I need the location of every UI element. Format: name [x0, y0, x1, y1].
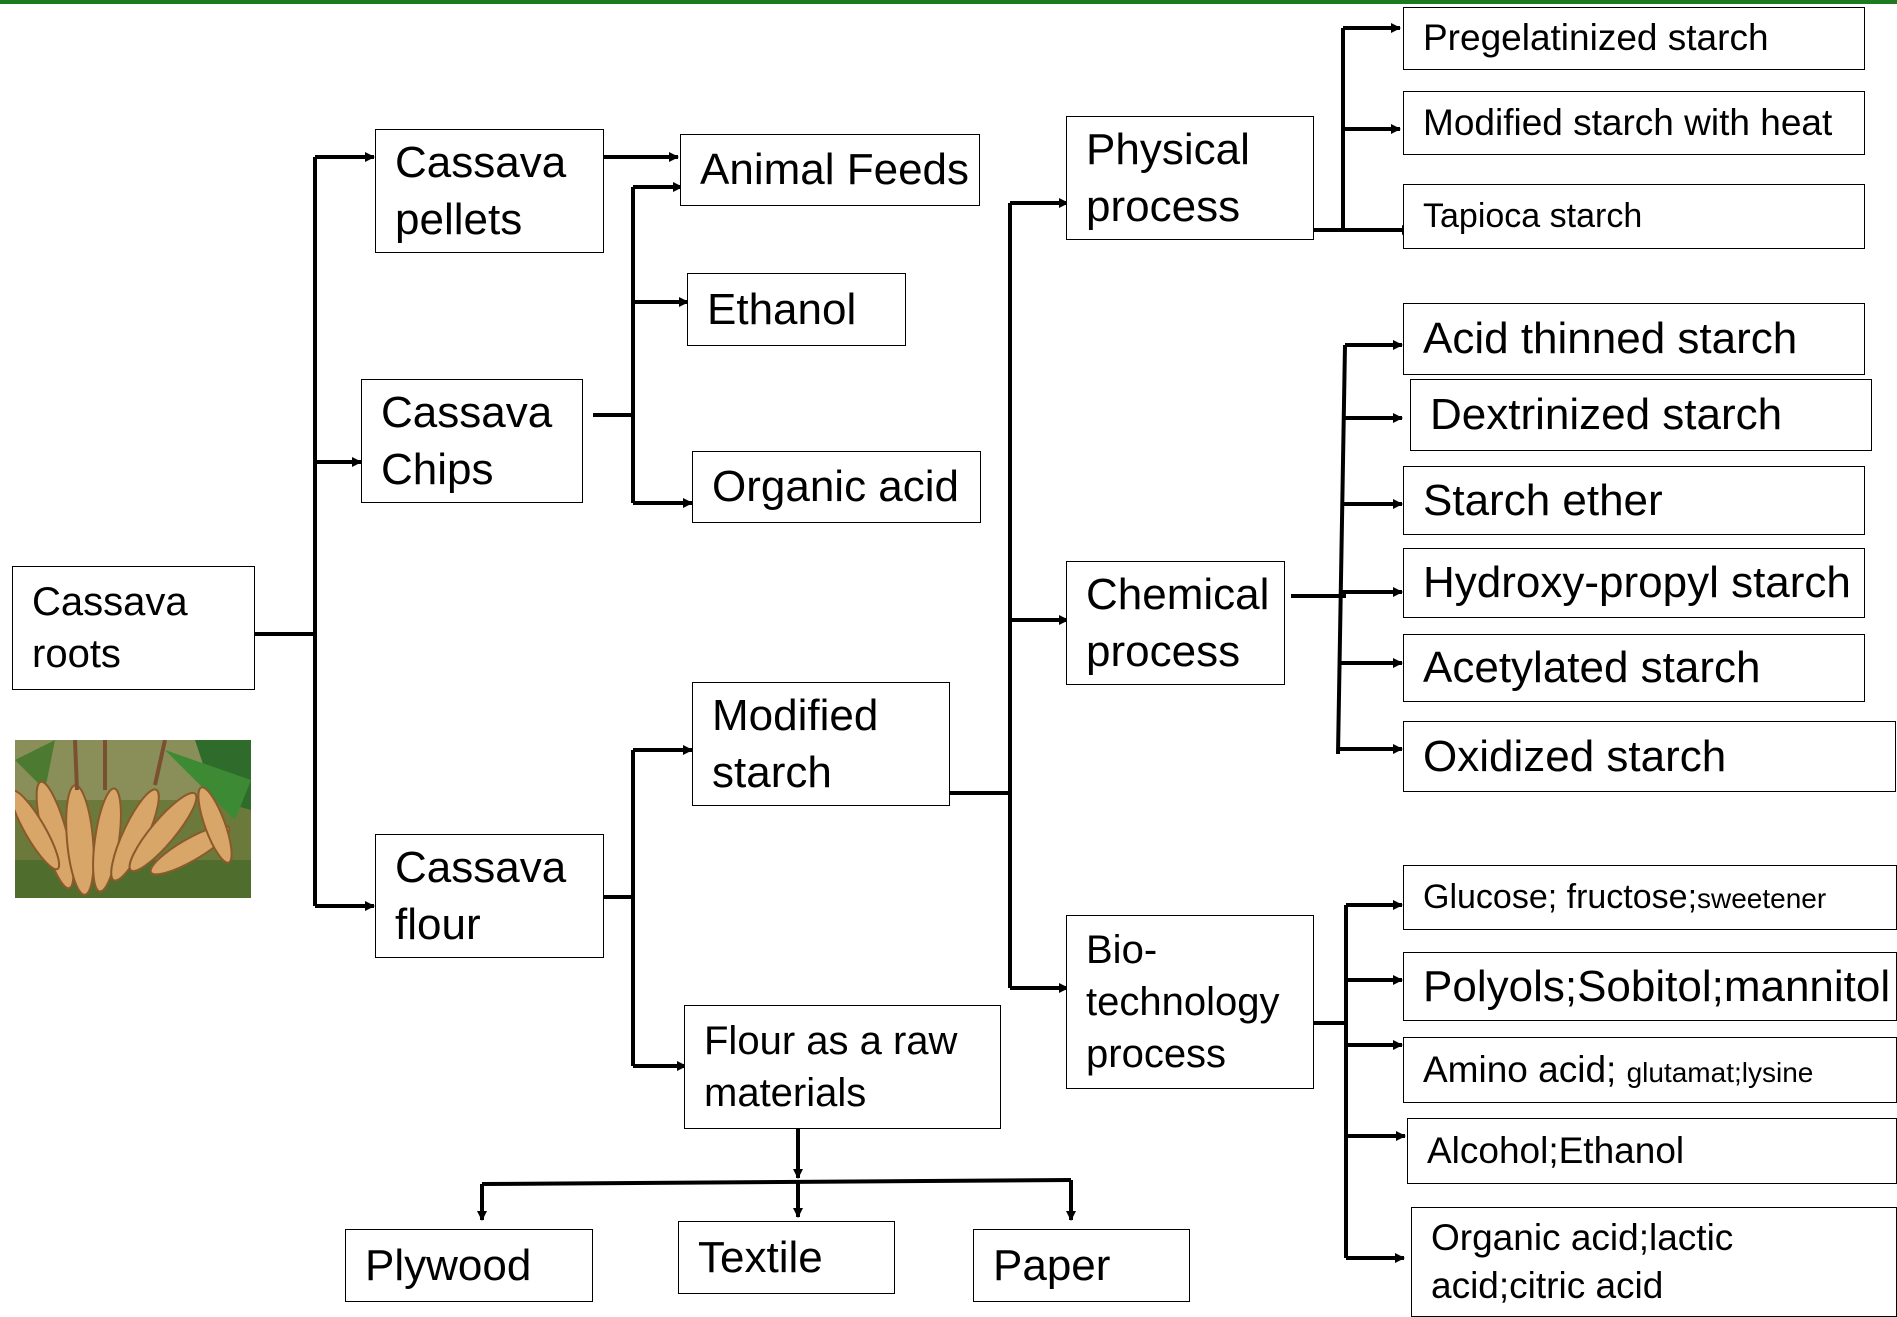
- node-plywood: Plywood: [345, 1229, 593, 1302]
- top-accent-bar: [0, 0, 1897, 4]
- node-modified-starch-heat: Modified starch with heat: [1403, 91, 1865, 155]
- node-acid-thinned-starch: Acid thinned starch: [1403, 303, 1865, 375]
- node-cassava-roots: Cassava roots: [12, 566, 255, 690]
- node-acetylated-starch: Acetylated starch: [1403, 634, 1865, 702]
- node-hydroxy-propyl-starch: Hydroxy-propyl starch: [1403, 548, 1865, 618]
- node-dextrinized-starch: Dextrinized starch: [1410, 379, 1872, 451]
- node-flour-raw-materials: Flour as a raw materials: [684, 1005, 1001, 1129]
- node-physical-process: Physical process: [1066, 116, 1314, 240]
- node-modified-starch: Modified starch: [692, 682, 950, 806]
- node-tapioca-starch: Tapioca starch: [1403, 184, 1865, 249]
- node-chemical-process: Chemical process: [1066, 561, 1285, 685]
- node-biotechnology-process: Bio- technology process: [1066, 915, 1314, 1089]
- node-pregelatinized-starch: Pregelatinized starch: [1403, 7, 1865, 70]
- node-alcohol-ethanol: Alcohol;Ethanol: [1407, 1118, 1897, 1184]
- node-glucose-fructose: Glucose; fructose;sweetener: [1403, 865, 1897, 930]
- node-ethanol: Ethanol: [687, 273, 906, 346]
- node-organic-acid: Organic acid: [692, 451, 981, 523]
- node-cassava-pellets: Cassava pellets: [375, 129, 604, 253]
- node-animal-feeds: Animal Feeds: [680, 134, 980, 206]
- cassava-roots-photo: [15, 740, 251, 898]
- node-amino-acid: Amino acid; glutamat;lysine: [1403, 1037, 1897, 1103]
- node-polyols: Polyols;Sobitol;mannitol: [1403, 952, 1897, 1021]
- node-organic-acid-lactic: Organic acid;lactic acid;citric acid: [1411, 1207, 1897, 1317]
- node-starch-ether: Starch ether: [1403, 466, 1865, 535]
- node-cassava-chips: Cassava Chips: [361, 379, 583, 503]
- node-oxidized-starch: Oxidized starch: [1403, 721, 1896, 792]
- node-cassava-flour: Cassava flour: [375, 834, 604, 958]
- node-paper: Paper: [973, 1229, 1190, 1302]
- node-textile: Textile: [678, 1221, 895, 1294]
